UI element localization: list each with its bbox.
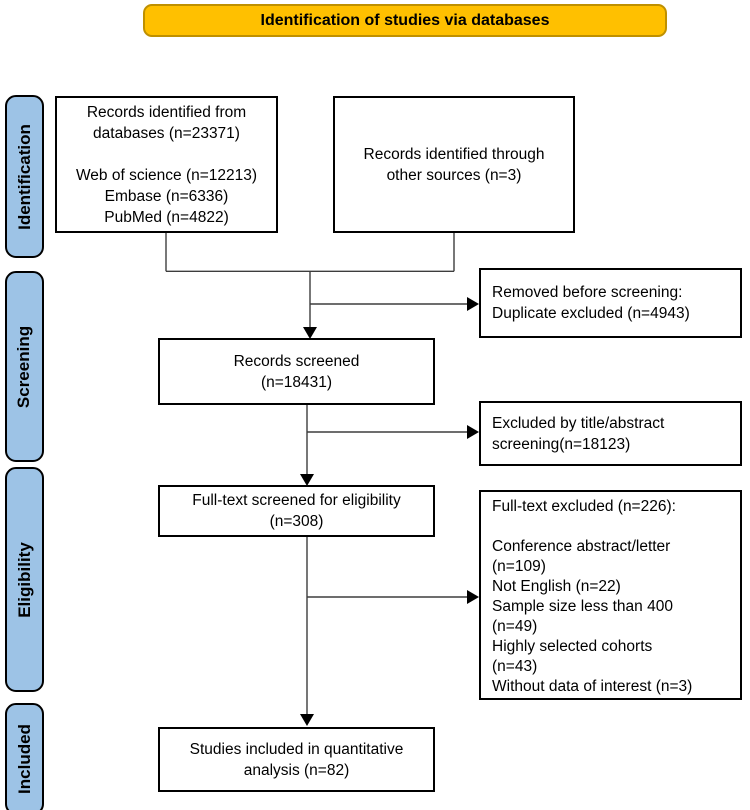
banner: Identification of studies via databases <box>143 4 667 37</box>
box-fulltext-screened-text: Full-text screened for eligibility (n=30… <box>192 492 401 530</box>
box-removed-before-screening: Removed before screening: Duplicate excl… <box>479 268 742 338</box>
box-studies-included: Studies included in quantitative analysi… <box>158 727 435 792</box>
arrowhead-right-excl-title <box>467 425 479 439</box>
box-excluded-title-abstract: Excluded by title/abstract screening(n=1… <box>479 401 742 466</box>
banner-label: Identification of studies via databases <box>260 11 550 29</box>
stage-identification: Identification <box>5 95 44 258</box>
box-excluded-title-abstract-text: Excluded by title/abstract screening(n=1… <box>492 414 665 453</box>
box-studies-included-text: Studies included in quantitative analysi… <box>189 740 404 779</box>
stage-eligibility: Eligibility <box>5 467 44 692</box>
box-records-other-sources-text: Records identified through other sources… <box>363 145 545 184</box>
stage-included-label: Included <box>14 724 34 794</box>
box-records-identified-databases-text: Records identified from databases (n=233… <box>75 103 258 226</box>
stage-identification-label: Identification <box>14 123 34 230</box>
box-records-screened: Records screened (n=18431) <box>158 338 435 405</box>
stage-eligibility-label: Eligibility <box>14 541 34 618</box>
stage-included: Included <box>5 703 44 810</box>
box-fulltext-excluded-text: Full-text excluded (n=226): Conference a… <box>492 498 693 695</box>
stage-screening-label: Screening <box>14 325 34 408</box>
stage-screening: Screening <box>5 271 44 462</box>
arrowhead-right-removed <box>467 297 479 311</box>
box-fulltext-screened: Full-text screened for eligibility (n=30… <box>158 485 435 537</box>
box-fulltext-excluded: Full-text excluded (n=226): Conference a… <box>479 490 742 700</box>
box-records-other-sources: Records identified through other sources… <box>333 96 575 233</box>
box-records-identified-databases: Records identified from databases (n=233… <box>55 96 278 233</box>
arrowhead-right-ft-excluded <box>467 590 479 604</box>
box-records-screened-text: Records screened (n=18431) <box>233 352 360 391</box>
arrowhead-down-included <box>300 714 314 726</box>
box-removed-before-screening-text: Removed before screening: Duplicate excl… <box>492 284 690 322</box>
